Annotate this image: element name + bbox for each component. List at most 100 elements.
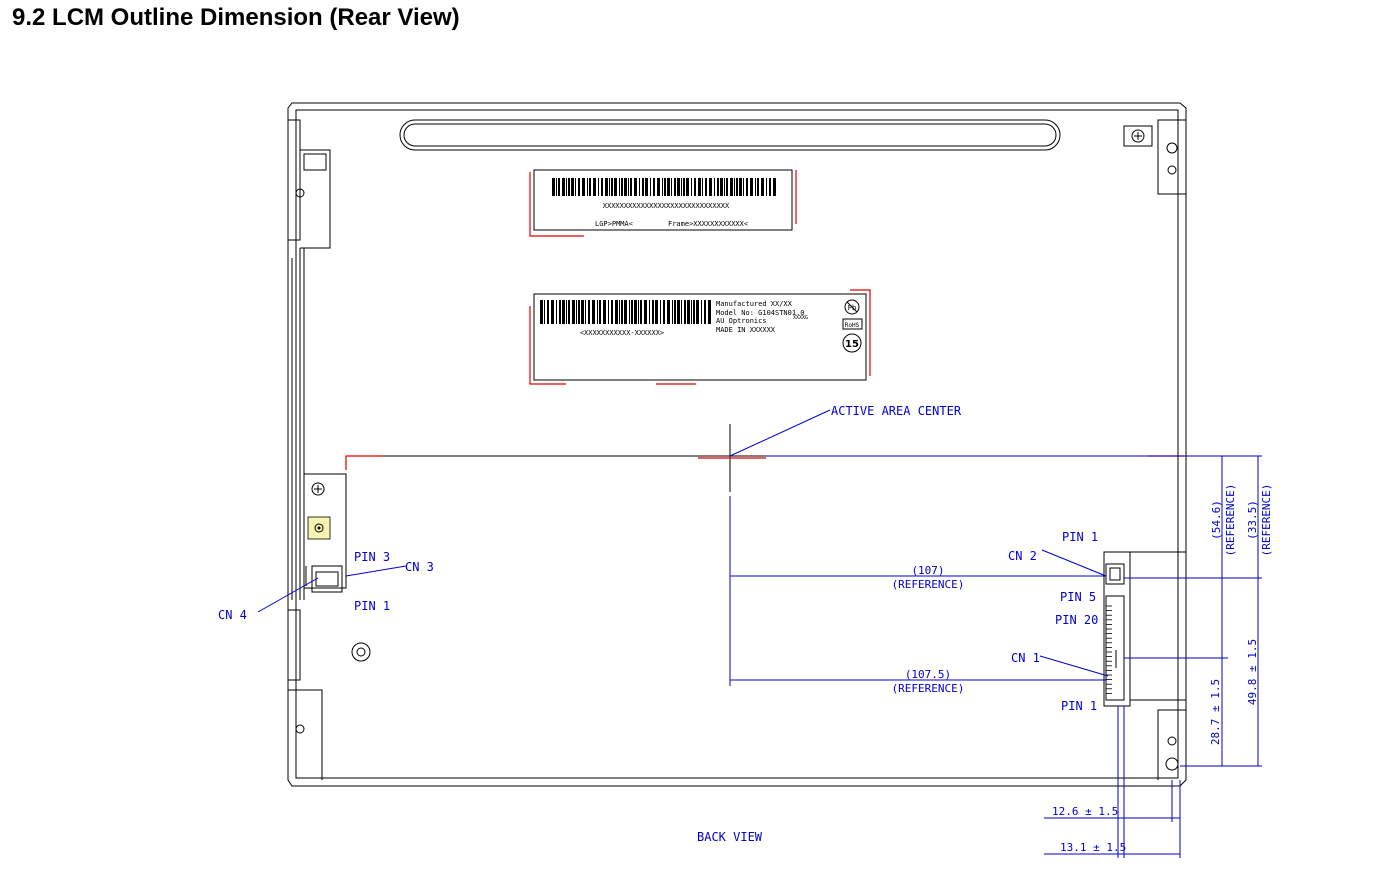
barcode-bar [581,300,584,324]
barcode-bar [663,300,665,324]
barcode-bar [558,178,560,196]
barcode-bar [611,300,613,324]
barcode-bar [702,178,703,196]
barcode-bar [540,300,543,324]
barcode-bar [662,178,663,196]
serial-text: <XXXXXXXXXXX-XXXXXX> [580,329,664,337]
code-icon: 15 [845,339,859,350]
barcode-bar [568,300,570,324]
barcode-bar [592,300,595,324]
barcode-bar [714,178,715,196]
barcode-bar [634,178,637,196]
barcode-bar [556,178,557,196]
dim-546-ref: (REFERENCE) [1224,484,1237,557]
manufactured-text: Manufactured XX/XX [716,300,793,308]
barcode-bar [645,178,648,196]
cn1-pins [1106,605,1112,694]
barcode-bar [556,300,557,324]
left-rail [288,119,371,780]
barcode-bar [566,178,567,196]
barcode-text: XXXXXXXXXXXXXXXXXXXXXXXXXXXXXX [603,202,730,210]
dim-498: 49.8 ± 1.5 [1246,639,1259,705]
barcode-bar [739,178,742,196]
barcode-bar [566,300,567,324]
barcode-bar [686,178,689,196]
outer-frame [287,102,1187,787]
barcode-bar [639,178,640,196]
leader-lines [257,409,1109,677]
company-text: AU Optronics [716,317,767,325]
barcode-bar [611,178,613,196]
barcode-bar [691,300,692,324]
barcode-bar [589,178,591,196]
barcode-bar [615,300,618,324]
dim-335: (33.5) [1246,500,1259,540]
barcode-bar [667,178,670,196]
barcode-bar [736,178,738,196]
barcode-bar [640,300,642,324]
rohs-icon: RoHS [845,322,860,329]
dim-107: (107) [911,564,944,577]
cn4-label: CN 4 [218,608,247,622]
barcode-bar [587,178,588,196]
barcode-bar [696,300,699,324]
barcode-bar [660,300,661,324]
barcode-bar [649,300,650,324]
barcode-bar [634,300,637,324]
active-area-center-label: ACTIVE AREA CENTER [831,404,962,418]
barcode-bar [644,300,647,324]
barcode-bar [766,178,767,196]
barcode-bar [619,300,620,324]
barcode-bar [599,300,601,324]
barcode-bar [582,178,585,196]
barcode-main [540,300,711,324]
barcode-bar [588,300,590,324]
cn2-label: CN 2 [1008,549,1037,563]
connector-cn2-cn1 [1105,563,1125,701]
barcode-bar [667,300,670,324]
barcode-bar [601,178,603,196]
model-sub-text: XXXXG [793,315,808,321]
barcode-bar [576,300,577,324]
lgp-text: LGP>PMMA< [595,220,633,228]
pin5-label: PIN 5 [1060,590,1096,604]
barcode-bar [621,178,623,196]
barcode-bar [614,178,617,196]
barcode-bar [677,300,680,324]
barcode-bar [681,300,682,324]
barcode-bar [544,300,545,324]
barcode-bar [704,300,706,324]
made-in-text: MADE IN XXXXXX [716,326,776,334]
barcode-bar [761,178,764,196]
barcode-bar [562,178,565,196]
product-label: <XXXXXXXXXXX-XXXXXX> Manufactured XX/XX … [529,289,871,385]
barcode-bar [650,178,651,196]
barcode-bar [652,300,654,324]
barcode-bar [597,300,598,324]
dim-546: (54.6) [1210,500,1223,540]
barcode-bar [720,178,723,196]
dim-107-ref: (REFERENCE) [892,578,965,591]
barcode-bar [653,178,655,196]
barcode-bar [593,178,596,196]
barcode-bar [603,300,606,324]
cn2-pin1-label: PIN 1 [1062,530,1098,544]
dim-126: 12.6 ± 1.5 [1052,805,1118,818]
barcode-bar [621,300,623,324]
active-area-outline [345,424,1186,492]
dim-1075-ref: (REFERENCE) [892,682,965,695]
barcode-bar [672,300,673,324]
barcode-bar [726,178,728,196]
barcode-bar [598,178,599,196]
barcode-top [552,178,776,196]
barcode-bar [571,178,574,196]
barcode-bar [755,178,756,196]
barcode-bar [664,178,666,196]
barcode-bar [674,178,676,196]
pin20-label: PIN 20 [1055,613,1098,627]
dim-335-ref: (REFERENCE) [1260,484,1273,557]
barcode-bar [730,178,733,196]
barcode-bar [630,178,632,196]
barcode-bar [628,178,629,196]
pin3-label: PIN 3 [354,550,390,564]
